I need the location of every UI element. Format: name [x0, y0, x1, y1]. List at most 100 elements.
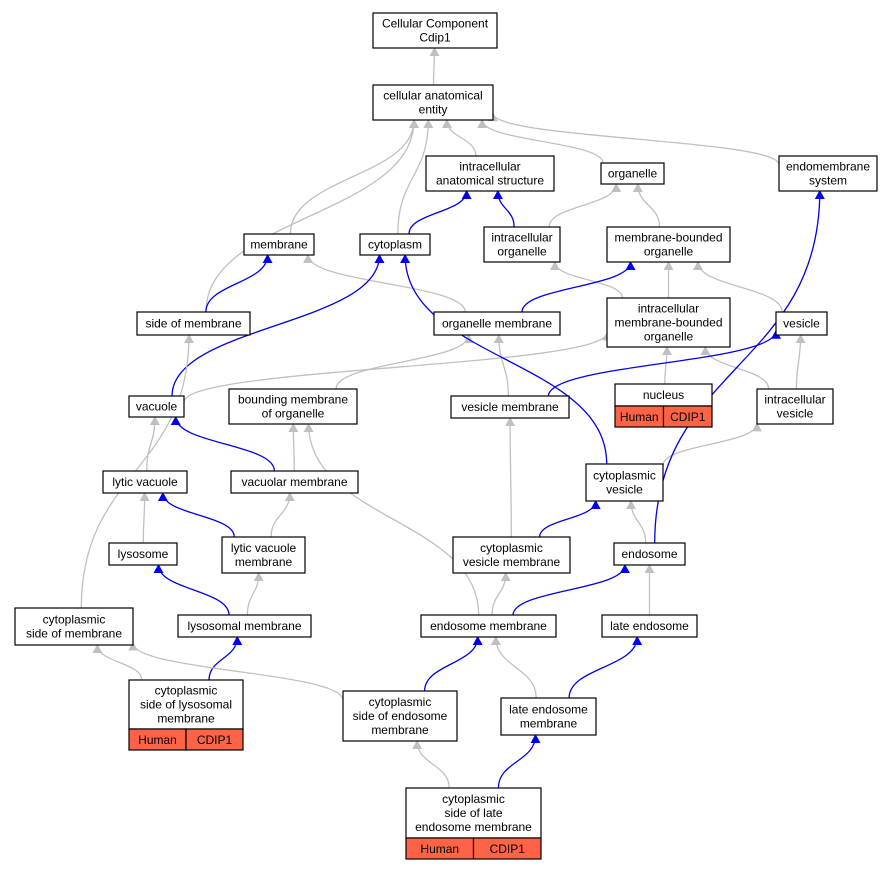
- node-label: cytoplasm: [368, 238, 422, 252]
- node-label: membrane: [520, 717, 578, 731]
- node-box: [420, 614, 557, 638]
- node-label: organelle: [497, 245, 547, 259]
- edge-vac-mem-to-vacuole: [170, 416, 276, 472]
- node-org-mem[interactable]: organelle membrane: [433, 311, 561, 336]
- node-side-mem[interactable]: side of membrane: [136, 311, 251, 336]
- node-box: [775, 311, 828, 336]
- node-label: late endosome: [509, 703, 588, 717]
- node-label: lysosomal membrane: [187, 619, 301, 633]
- node-label: side of membrane: [145, 317, 241, 331]
- is-a-arrow: [491, 572, 511, 616]
- edge-endo-mem-to-endosome: [512, 564, 630, 616]
- node-vesicle[interactable]: vesicle: [775, 311, 828, 336]
- edge-lvm-to-lytic-vac: [157, 492, 235, 538]
- edge-ves-mem-to-vesicle: [547, 329, 781, 397]
- part-of-arrow: [153, 564, 230, 616]
- node-lytic-vac[interactable]: lytic vacuole: [102, 470, 188, 494]
- node-cytoplasm[interactable]: cytoplasm: [359, 233, 431, 256]
- node-label: vesicle: [777, 407, 814, 421]
- edge-cvm-to-cyto-ves: [538, 500, 601, 538]
- node-vac-mem[interactable]: vacuolar membrane: [230, 470, 359, 494]
- node-box: [433, 311, 561, 336]
- edge-organelle-to-cae: [477, 119, 604, 164]
- is-a-arrow: [412, 740, 450, 789]
- edge-cae-to-root: [429, 47, 440, 86]
- edge-org-mem-to-mbo: [521, 261, 636, 313]
- node-nucleus[interactable]: nucleus: [614, 383, 713, 407]
- node-label: nucleus: [643, 388, 684, 402]
- node-label: intracellular: [491, 231, 552, 245]
- annotation-gene: CDIP1: [670, 410, 706, 424]
- edge-cslm-to-csm: [92, 644, 143, 681]
- node-lys-mem[interactable]: lysosomal membrane: [177, 614, 312, 638]
- edge-lem-to-endo-mem: [490, 636, 537, 699]
- is-a-arrow: [205, 119, 419, 313]
- annotation-gene-cell: [472, 837, 542, 860]
- edge-side-mem-to-membrane: [205, 254, 273, 313]
- is-a-arrow: [429, 47, 440, 86]
- node-box: [221, 536, 306, 574]
- node-label: Cdip1: [419, 31, 451, 45]
- edge-vacuole-to-cytoplasm: [171, 254, 385, 397]
- node-label: vacuole: [136, 400, 178, 414]
- is-a-arrow: [442, 119, 477, 157]
- node-late-endo[interactable]: late endosome: [601, 614, 698, 638]
- node-label: organelle: [608, 167, 658, 181]
- edge-endo-mem-to-bmo: [303, 423, 480, 616]
- part-of-arrow: [157, 492, 235, 538]
- edge-bmo-to-org-mem: [335, 334, 474, 390]
- node-organelle[interactable]: organelle: [600, 162, 665, 185]
- node-label: vesicle: [783, 317, 820, 331]
- node-endosome[interactable]: endosome: [613, 542, 686, 566]
- node-box: [108, 542, 178, 566]
- node-box: [128, 679, 244, 730]
- edge-cytoplasm-to-cae: [397, 119, 434, 235]
- node-label: membrane: [250, 238, 308, 252]
- node-label: side of membrane: [26, 627, 122, 641]
- node-label: organelle: [644, 245, 694, 259]
- node-vacuole[interactable]: vacuole: [128, 395, 185, 418]
- node-endo-mem[interactable]: endosome membrane: [420, 614, 557, 638]
- is-a-arrow: [303, 423, 480, 616]
- edge-side-mem-to-cae: [205, 119, 419, 313]
- node-membrane[interactable]: membrane: [243, 233, 315, 256]
- edge-intra-ves-to-vesicle: [795, 334, 806, 390]
- edge-intra-org-to-organelle: [548, 183, 622, 228]
- annotation-gene: CDIP1: [197, 733, 233, 747]
- node-lysosome[interactable]: lysosome: [108, 542, 178, 566]
- node-label: lysosome: [118, 547, 169, 561]
- node-label: cellular anatomical: [383, 89, 482, 103]
- node-label: vacuolar membrane: [241, 475, 347, 489]
- node-box: [177, 614, 312, 638]
- node-label: lytic vacuole: [112, 475, 178, 489]
- is-a-arrow: [477, 119, 604, 164]
- part-of-arrow: [547, 329, 781, 397]
- node-label: entity: [419, 103, 448, 117]
- node-label: side of late: [444, 806, 502, 820]
- node-ves-mem[interactable]: vesicle membrane: [450, 395, 570, 419]
- part-of-arrow: [205, 254, 273, 313]
- node-label: intracellular: [764, 393, 825, 407]
- node-box: [425, 155, 555, 192]
- is-a-arrow: [549, 261, 624, 299]
